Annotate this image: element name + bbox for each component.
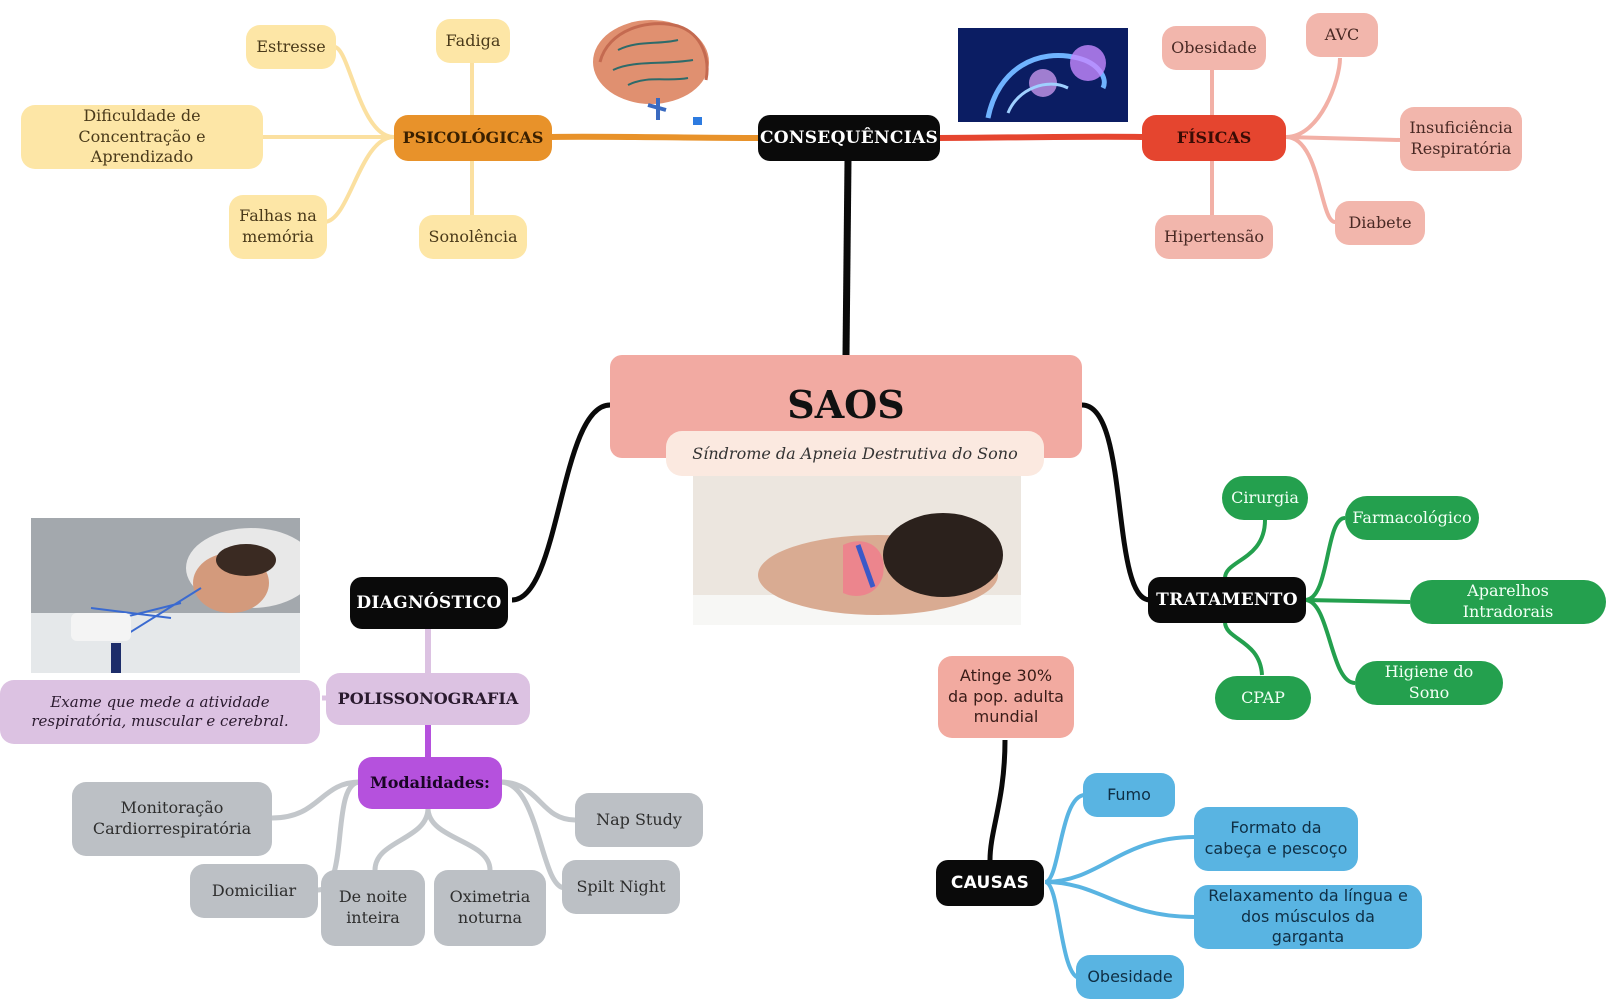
- diagnostico-node[interactable]: DIAGNÓSTICO: [350, 577, 508, 629]
- sleeping-man-apnea-image: [693, 475, 1021, 657]
- fisicas-item-avc[interactable]: AVC: [1306, 13, 1378, 57]
- modalidade-item-noite-inteira[interactable]: De noite inteira: [321, 870, 425, 946]
- brain-image: [588, 10, 718, 130]
- polysomnography-patient-image: [31, 518, 300, 673]
- modalidades-node[interactable]: Modalidades:: [358, 757, 502, 809]
- psicologicas-item-sonolencia[interactable]: Sonolência: [419, 215, 527, 259]
- prevalence-stat: Atinge 30% da pop. adulta mundial: [938, 656, 1074, 738]
- psicologicas-item-memoria[interactable]: Falhas na memória: [229, 195, 327, 259]
- modalidade-item-spilt-night[interactable]: Spilt Night: [562, 860, 680, 914]
- tratamento-node[interactable]: TRATAMENTO: [1148, 577, 1306, 623]
- psicologicas-node[interactable]: PSICOLÓGICAS: [394, 115, 552, 161]
- tratamento-item-cpap[interactable]: CPAP: [1215, 676, 1311, 720]
- fisicas-item-diabete[interactable]: Diabete: [1335, 201, 1425, 245]
- causas-node[interactable]: CAUSAS: [936, 860, 1044, 906]
- tratamento-item-higiene[interactable]: Higiene do Sono: [1355, 661, 1503, 705]
- body-xray-image: [958, 28, 1128, 122]
- fisicas-node[interactable]: FÍSICAS: [1142, 115, 1286, 161]
- tratamento-item-farmacologico[interactable]: Farmacológico: [1345, 496, 1479, 540]
- causas-item-fumo[interactable]: Fumo: [1083, 773, 1175, 817]
- psicologicas-item-concentracao[interactable]: Dificuldade de Concentração e Aprendizad…: [21, 105, 263, 169]
- psicologicas-item-fadiga[interactable]: Fadiga: [436, 19, 510, 63]
- causas-item-relaxamento[interactable]: Relaxamento da língua e dos músculos da …: [1194, 885, 1422, 949]
- modalidade-item-oximetria[interactable]: Oximetria noturna: [434, 870, 546, 946]
- tratamento-item-aparelhos[interactable]: Aparelhos Intradorais: [1410, 580, 1606, 624]
- polissonografia-node[interactable]: POLISSONOGRAFIA: [326, 673, 530, 725]
- modalidade-item-nap-study[interactable]: Nap Study: [575, 793, 703, 847]
- fisicas-item-hipertensao[interactable]: Hipertensão: [1155, 215, 1273, 259]
- modalidade-item-domiciliar[interactable]: Domiciliar: [190, 864, 318, 918]
- psicologicas-item-estresse[interactable]: Estresse: [246, 25, 336, 69]
- polissonografia-description: Exame que mede a atividade respiratória,…: [0, 680, 320, 744]
- fisicas-item-insuficiencia[interactable]: Insuficiência Respiratória: [1400, 107, 1522, 171]
- modalidade-item-monitoracao[interactable]: Monitoração Cardiorrespiratória: [72, 782, 272, 856]
- consequencias-node[interactable]: CONSEQUÊNCIAS: [758, 115, 940, 161]
- saos-subtitle: Síndrome da Apneia Destrutiva do Sono: [666, 431, 1044, 476]
- causas-item-obesidade[interactable]: Obesidade: [1076, 955, 1184, 999]
- causas-item-formato[interactable]: Formato da cabeça e pescoço: [1194, 807, 1358, 871]
- fisicas-item-obesidade[interactable]: Obesidade: [1162, 26, 1266, 70]
- tratamento-item-cirurgia[interactable]: Cirurgia: [1222, 476, 1308, 520]
- saos-title: SAOS: [787, 382, 905, 427]
